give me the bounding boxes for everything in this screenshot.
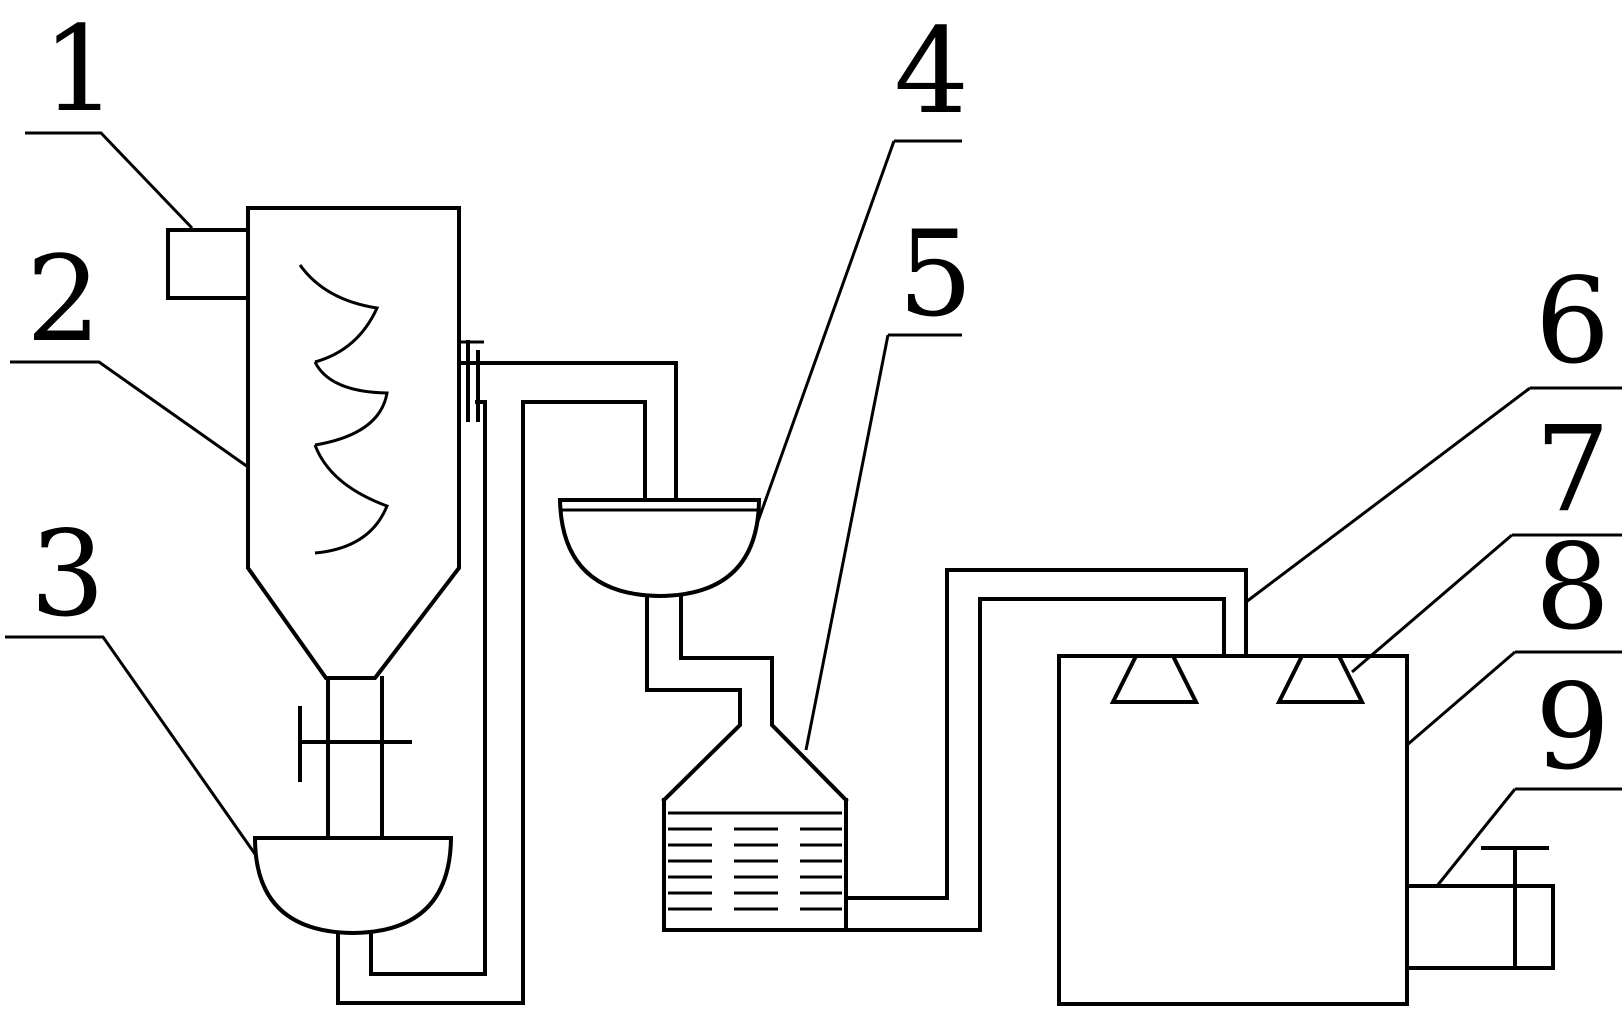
filter-layers bbox=[668, 811, 842, 911]
cyclone-separator bbox=[246, 206, 461, 680]
basin-to-filter-pipes bbox=[645, 594, 849, 803]
return-pipe bbox=[336, 400, 647, 1005]
callout-label-2: 2 bbox=[26, 230, 101, 368]
callout-label-9: 9 bbox=[1535, 658, 1610, 796]
callout-label-1: 1 bbox=[42, 0, 117, 138]
callout-label-5: 5 bbox=[898, 205, 973, 343]
callout-label-3: 3 bbox=[30, 505, 105, 643]
separating-basin bbox=[557, 498, 762, 599]
discharge-outlet bbox=[1405, 846, 1555, 970]
callout-label-4: 4 bbox=[894, 2, 969, 140]
drop-pipe-valve bbox=[298, 706, 412, 782]
cyclone-drop-pipe bbox=[326, 676, 384, 837]
delivery-pipe bbox=[844, 568, 1248, 932]
callout-label-8: 8 bbox=[1535, 518, 1610, 656]
collection-bowl bbox=[252, 836, 454, 936]
inlet-stub bbox=[166, 228, 250, 300]
spray-nozzle-right bbox=[1275, 654, 1366, 704]
spray-nozzle-left bbox=[1109, 654, 1200, 704]
leader-lines bbox=[5, 131, 1622, 887]
callout-label-6: 6 bbox=[1535, 252, 1610, 390]
outlet-valve bbox=[457, 340, 678, 502]
filter-tank bbox=[662, 798, 848, 932]
callout-label-7: 7 bbox=[1535, 400, 1610, 538]
treatment-chamber bbox=[1057, 654, 1409, 1006]
